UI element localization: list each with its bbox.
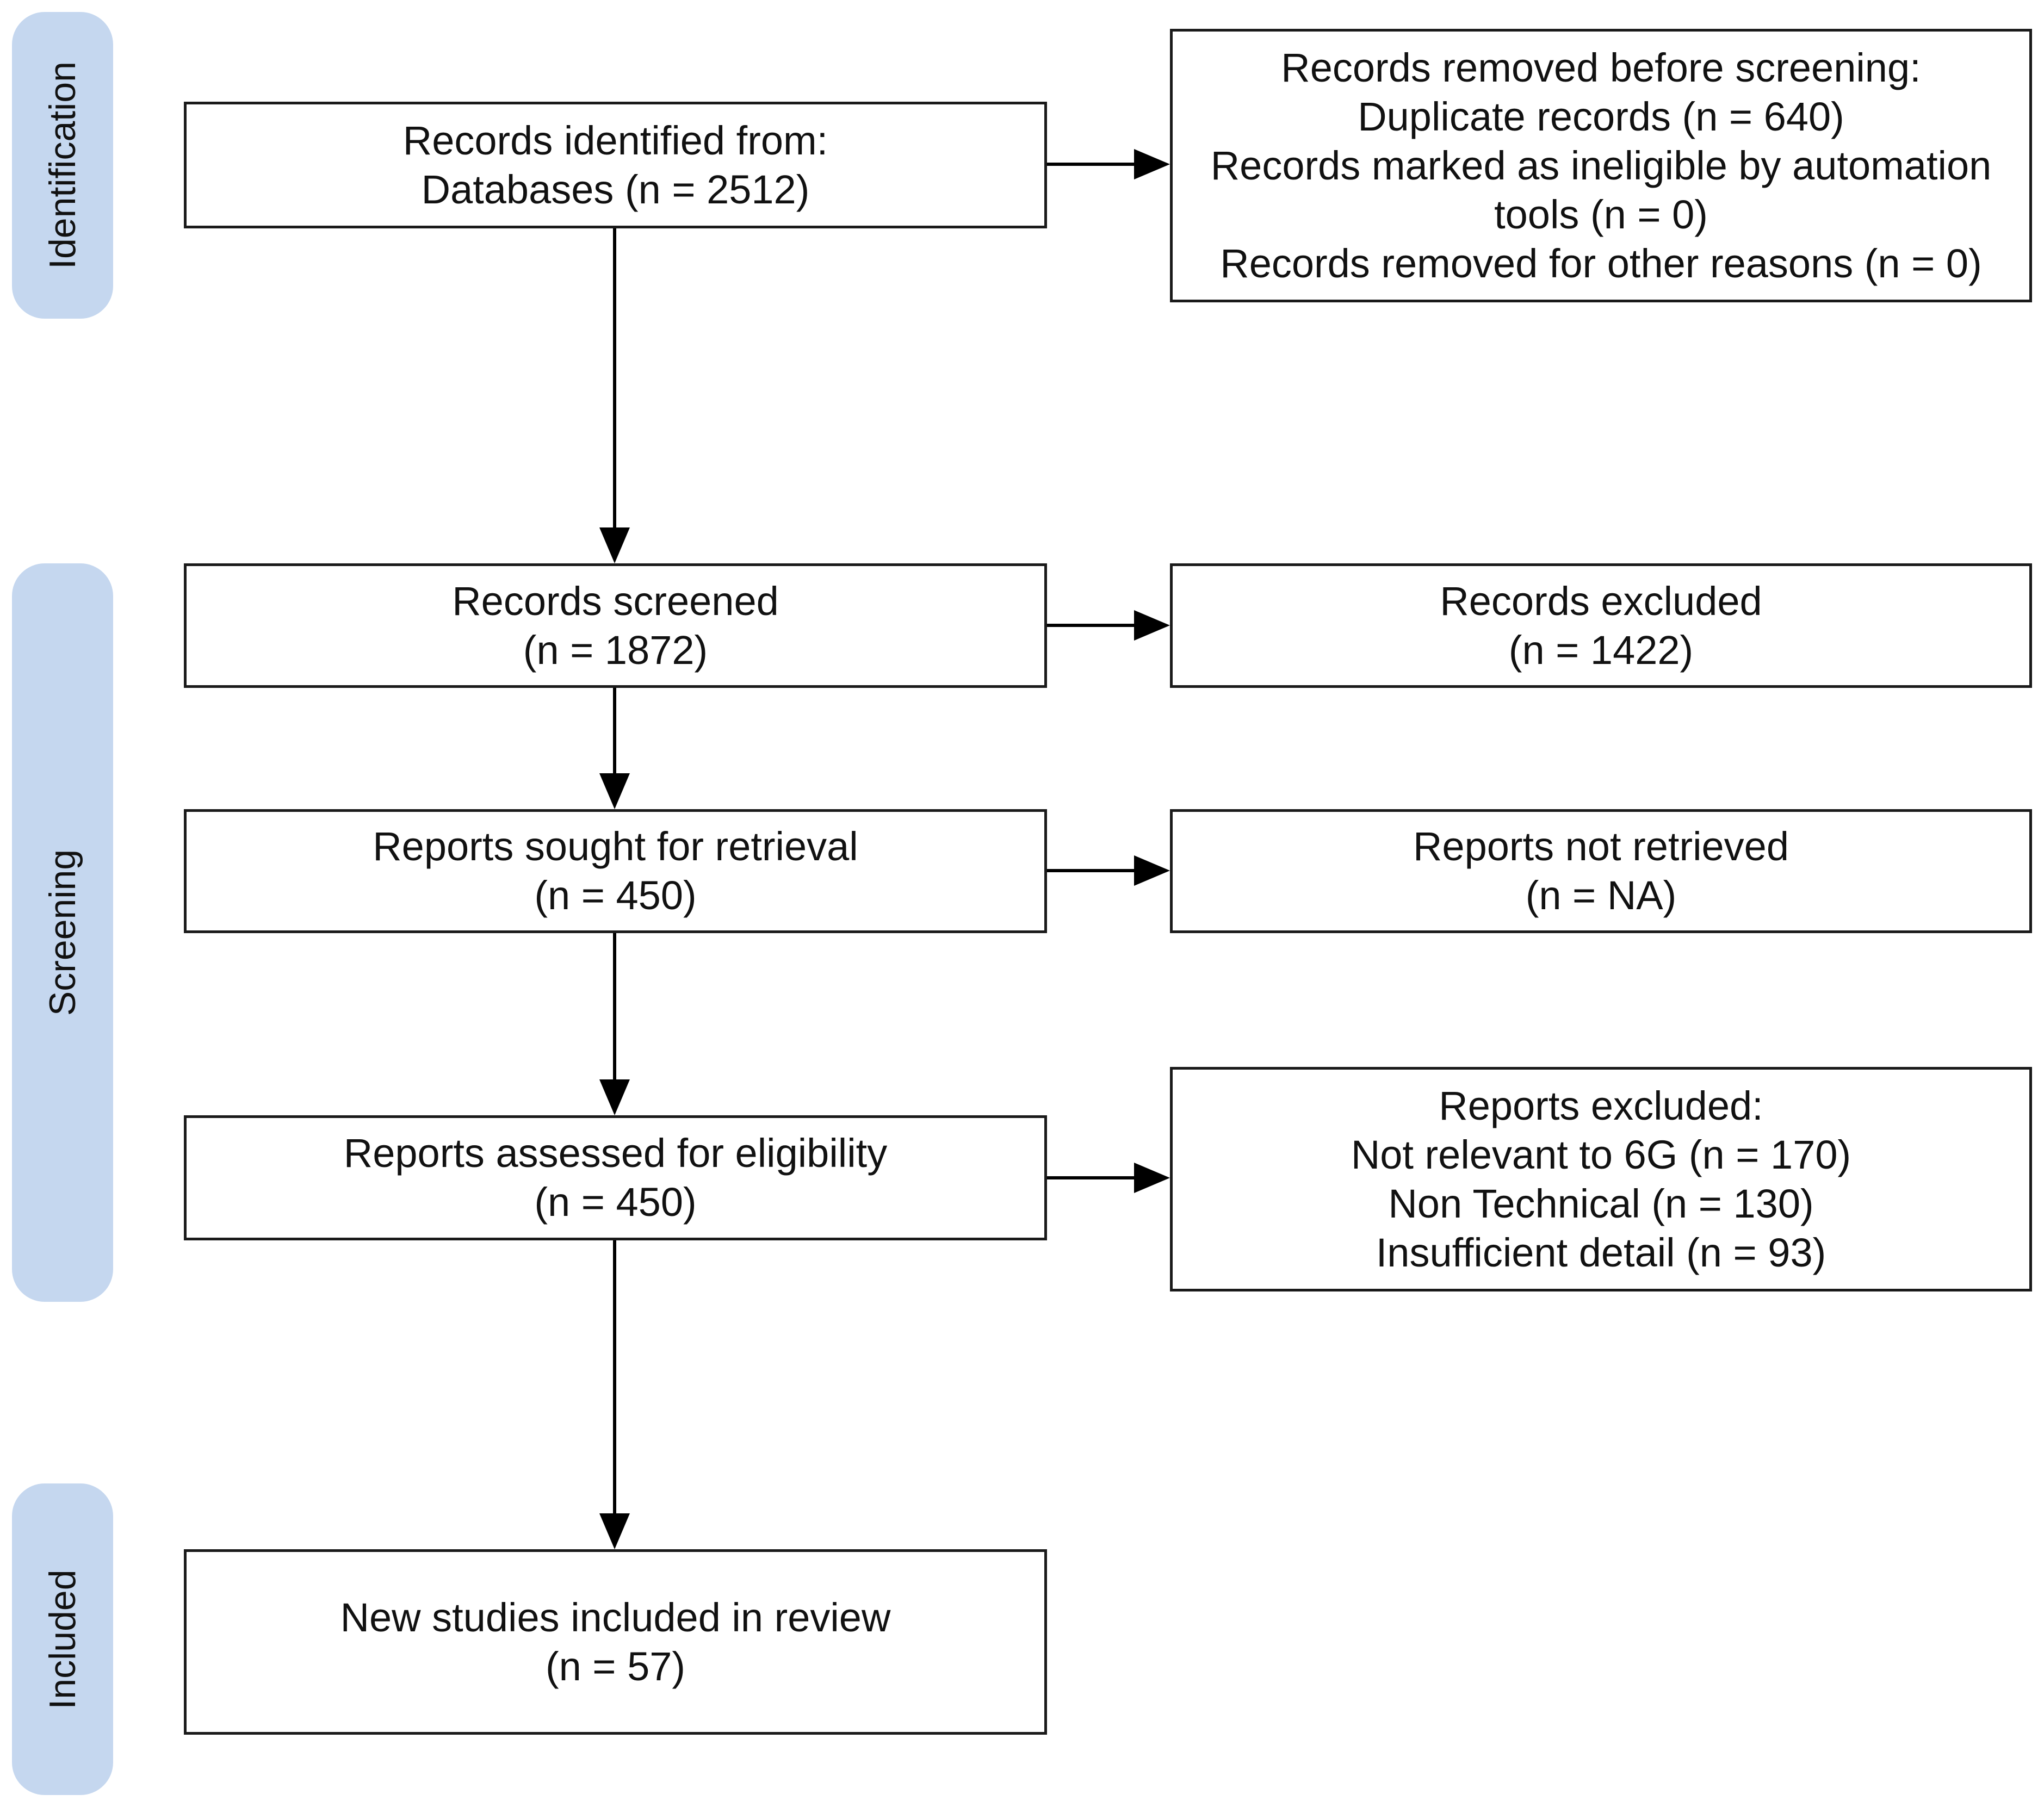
arrow-identified-to-removed <box>1047 149 1170 179</box>
box-records-removed-line-3: Records marked as ineligible by automati… <box>1210 142 1992 188</box>
box-records-screened-line-2: (n = 1872) <box>523 627 708 673</box>
box-reports-excluded-line-1: Reports excluded: <box>1439 1083 1763 1128</box>
box-studies-included-line-1: New studies included in review <box>340 1594 891 1640</box>
box-reports-not-retrieved-line-1: Reports not retrieved <box>1413 824 1789 869</box>
box-records-removed: Records removed before screening: Duplic… <box>1170 29 2032 302</box>
box-reports-assessed-line-1: Reports assessed for eligibility <box>343 1131 888 1176</box>
arrow-screened-to-sought <box>599 688 630 809</box>
arrow-identified-to-screened <box>599 228 630 563</box>
box-reports-sought-line-1: Reports sought for retrieval <box>373 824 858 869</box>
box-records-removed-line-2: Duplicate records (n = 640) <box>1358 94 1844 139</box>
box-records-excluded: Records excluded (n = 1422) <box>1170 563 2032 688</box>
box-records-identified: Records identified from: Databases (n = … <box>184 102 1047 228</box>
box-reports-assessed-line-2: (n = 450) <box>534 1179 697 1225</box>
box-records-removed-line-4: tools (n = 0) <box>1494 191 1708 237</box>
box-records-identified-line-2: Databases (n = 2512) <box>421 166 810 212</box>
arrow-assessed-to-reports-excluded <box>1047 1163 1170 1193</box>
box-reports-excluded: Reports excluded: Not relevant to 6G (n … <box>1170 1067 2032 1291</box>
box-reports-not-retrieved-line-2: (n = NA) <box>1525 873 1677 918</box>
box-records-excluded-line-1: Records excluded <box>1440 578 1762 624</box>
arrow-screened-to-excluded <box>1047 610 1170 641</box>
box-reports-sought-line-2: (n = 450) <box>534 873 697 918</box>
box-records-screened: Records screened (n = 1872) <box>184 563 1047 688</box>
phase-included: Included <box>12 1483 113 1795</box>
box-records-excluded-line-2: (n = 1422) <box>1508 627 1694 673</box>
box-reports-not-retrieved: Reports not retrieved (n = NA) <box>1170 809 2032 933</box>
arrow-sought-to-not-retrieved <box>1047 855 1170 886</box>
box-studies-included: New studies included in review (n = 57) <box>184 1549 1047 1735</box>
box-records-removed-line-1: Records removed before screening: <box>1281 45 1921 90</box>
box-reports-assessed: Reports assessed for eligibility (n = 45… <box>184 1115 1047 1240</box>
arrow-sought-to-assessed <box>599 933 630 1115</box>
box-reports-excluded-line-4: Insufficient detail (n = 93) <box>1376 1229 1826 1275</box>
box-records-identified-line-1: Records identified from: <box>402 117 828 163</box>
box-reports-excluded-line-3: Non Technical (n = 130) <box>1388 1181 1814 1226</box>
box-reports-excluded-line-2: Not relevant to 6G (n = 170) <box>1351 1132 1851 1177</box>
box-records-screened-line-1: Records screened <box>452 578 779 624</box>
box-records-removed-line-5: Records removed for other reasons (n = 0… <box>1220 240 1982 286</box>
box-studies-included-line-2: (n = 57) <box>545 1643 686 1689</box>
phase-screening: Screening <box>12 563 113 1302</box>
box-reports-sought: Reports sought for retrieval (n = 450) <box>184 809 1047 933</box>
arrow-assessed-to-included <box>599 1240 630 1549</box>
phase-identification: Identification <box>12 12 113 319</box>
